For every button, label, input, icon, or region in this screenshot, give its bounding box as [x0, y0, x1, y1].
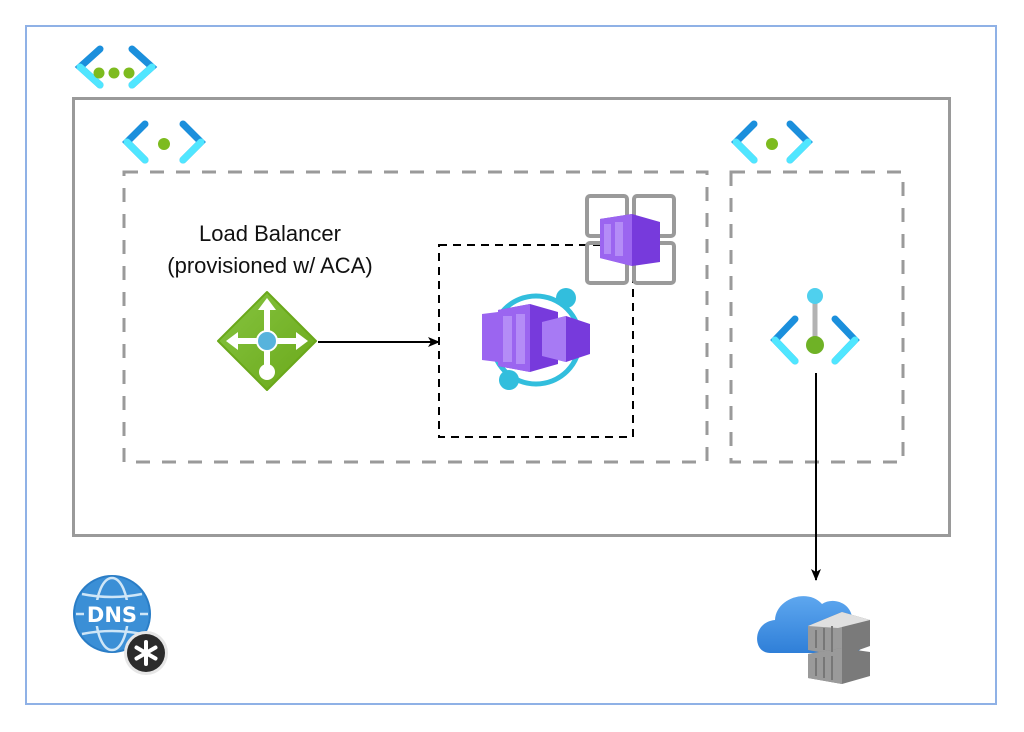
container-apps-environment-icon — [585, 194, 676, 285]
virtual-network-icon — [74, 45, 158, 89]
subnet-aca-icon — [122, 120, 206, 164]
subnet-private-endpoint-icon — [731, 120, 813, 164]
virtual-network-boundary — [72, 97, 951, 537]
container-app-icon — [482, 288, 590, 390]
load-balancer-label: Load Balancer (provisioned w/ ACA) — [120, 218, 420, 282]
container-registry-icon — [757, 596, 870, 684]
load-balancer-title: Load Balancer — [199, 221, 341, 246]
load-balancer-subtitle: (provisioned w/ ACA) — [167, 253, 373, 278]
load-balancer-icon — [217, 291, 317, 391]
svg-text:DNS: DNS — [87, 603, 137, 627]
subnet-aca-boundary — [122, 170, 709, 464]
private-endpoint-icon — [770, 288, 860, 365]
diagram-frame — [25, 25, 997, 705]
private-dns-zone-icon: DNS — [73, 575, 168, 675]
